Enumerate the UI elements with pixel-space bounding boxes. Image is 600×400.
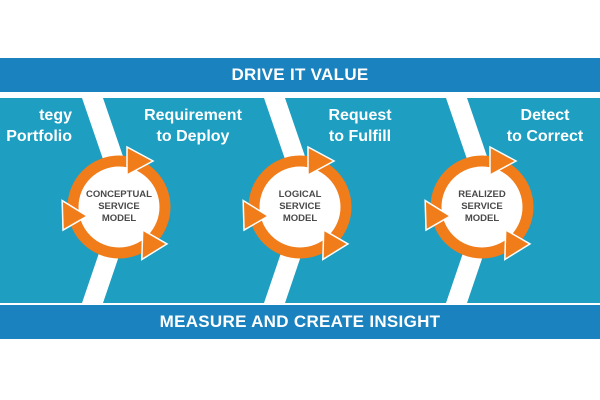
cycle-label-1-line1: CONCEPTUAL [86,189,152,200]
cycle-label-1-line3: MODEL [101,213,137,224]
cycle-label-2: LOGICAL SERVICE MODEL [255,189,345,225]
stage-label-3-line1: Request [328,107,392,124]
stage-label-4-line2: to Correct [506,128,584,145]
top-banner: DRIVE IT VALUE [0,58,600,92]
stage-label-2-line2: to Deploy [156,128,230,145]
stage-label-2: Requirement to Deploy [133,105,253,147]
stage-label-1: tegy Portfolio [6,105,72,147]
cycle-1 [61,145,171,261]
stage-label-1-line2: Portfolio [6,128,72,145]
stage-label-3: Request to Fulfill [310,105,410,147]
cycle-label-2-line3: MODEL [282,213,318,224]
bottom-banner: MEASURE AND CREATE INSIGHT [0,305,600,339]
cycle-label-3-line1: REALIZED [458,189,506,200]
cycle-label-2-line2: SERVICE [279,201,321,212]
stage-label-1-line1: tegy [39,107,72,124]
stage-label-4: Detect to Correct [490,105,600,147]
cycle-label-3-line2: SERVICE [461,201,503,212]
cycle-label-1-line2: SERVICE [98,201,140,212]
stage-label-2-line1: Requirement [144,107,242,124]
stage-label-3-line2: to Fulfill [328,128,392,145]
cycle-label-3-line3: MODEL [464,213,500,224]
cycle-2 [242,145,352,261]
stage-label-4-line1: Detect [520,107,570,124]
cycle-arrow-icon [242,145,350,261]
cycle-label-1: CONCEPTUAL SERVICE MODEL [74,189,164,225]
cycle-label-3: REALIZED SERVICE MODEL [437,189,527,225]
cycle-arrow-icon [61,145,169,261]
cycle-label-2-line1: LOGICAL [278,189,322,200]
cycle-3 [424,145,534,261]
cycle-arrow-icon [424,145,532,261]
